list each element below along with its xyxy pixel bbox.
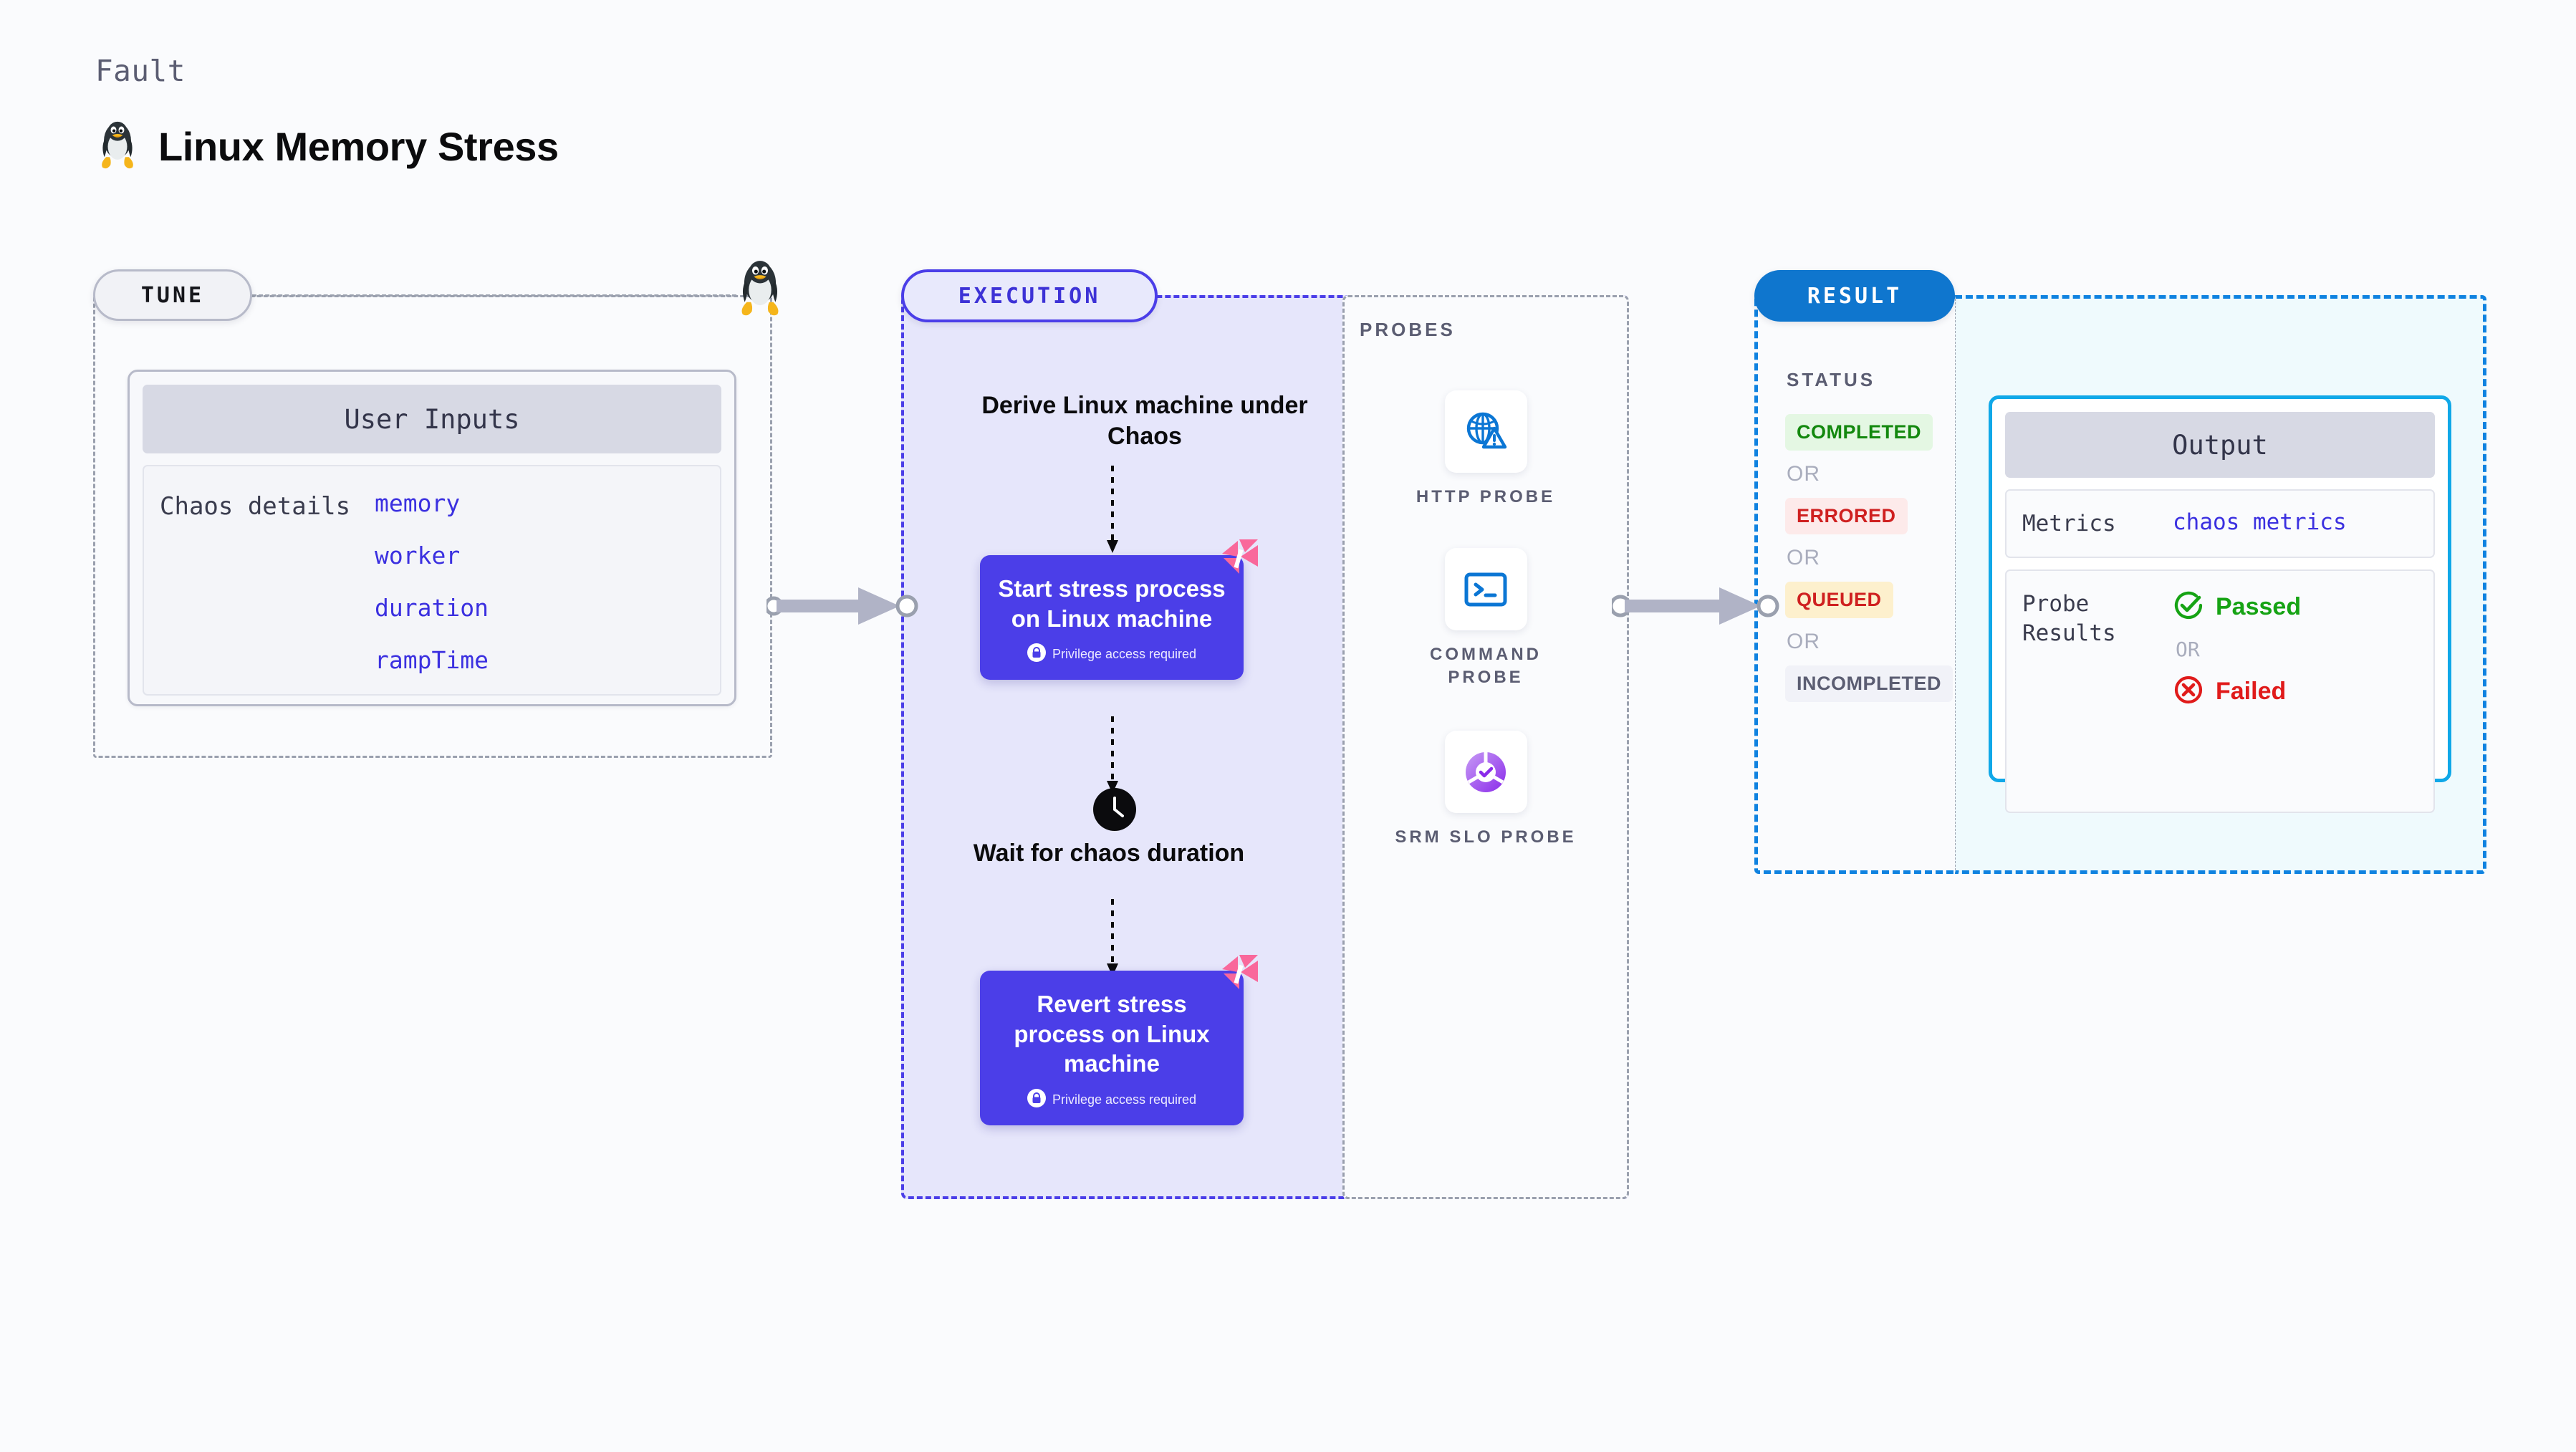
- chaos-details-label: Chaos details: [160, 492, 351, 521]
- node-revert-privilege-text: Privilege access required: [1052, 1092, 1197, 1107]
- status-badge-list: COMPLETED OR ERRORED OR QUEUED OR INCOMP…: [1785, 414, 1953, 702]
- probe-label-srm-slo: SRM SLO PROBE: [1395, 827, 1577, 847]
- probe-result-or: OR: [2176, 638, 2200, 662]
- globe-warning-icon: [1444, 390, 1527, 473]
- execution-phase-chip[interactable]: EXECUTION: [901, 269, 1158, 322]
- output-card: Output Metrics chaos metrics Probe Resul…: [1989, 395, 2451, 814]
- probe-item-srm-slo[interactable]: SRM SLO PROBE: [1393, 731, 1579, 849]
- arrow-derive-to-start: [1103, 466, 1122, 559]
- slo-donut-check-icon: [1444, 731, 1527, 813]
- result-phase-chip[interactable]: RESULT: [1754, 270, 1955, 322]
- output-probe-results-row: Probe Results Passed OR: [2005, 569, 2435, 814]
- status-badge-completed: COMPLETED: [1785, 414, 1933, 451]
- probe-item-http[interactable]: HTTP PROBE: [1393, 390, 1579, 509]
- output-metrics-key: Metrics: [2022, 511, 2116, 537]
- wait-for-chaos-duration-label: Wait for chaos duration: [973, 840, 1245, 867]
- output-metrics-value: chaos metrics: [2173, 509, 2347, 535]
- page-eyebrow: Fault: [95, 54, 186, 88]
- status-badge-incompleted: INCOMPLETED: [1785, 665, 1953, 702]
- chaos-detail-duration: duration: [375, 594, 489, 622]
- lock-icon: [1027, 1088, 1046, 1111]
- node-revert-title: Revert stress process on Linux machine: [1014, 991, 1210, 1077]
- probe-label-http: HTTP PROBE: [1416, 487, 1556, 506]
- probe-result-passed: Passed: [2173, 590, 2301, 625]
- chaos-detail-memory: memory: [375, 489, 461, 517]
- output-probe-key: Probe Results: [2022, 591, 2116, 646]
- probe-item-command[interactable]: COMMAND PROBE: [1393, 548, 1579, 690]
- lock-icon: [1027, 643, 1046, 665]
- chaos-details-values: memory worker duration rampTime: [375, 489, 489, 694]
- check-circle-icon: [2173, 590, 2204, 625]
- linux-tux-icon: [95, 120, 140, 172]
- node-start-privilege: Privilege access required: [991, 643, 1232, 665]
- page-title: Linux Memory Stress: [158, 123, 559, 169]
- page-title-row: Linux Memory Stress: [95, 120, 559, 172]
- tune-phase-chip[interactable]: TUNE: [93, 269, 252, 321]
- harness-chaos-badge-icon: [1216, 953, 1261, 999]
- harness-chaos-badge-icon: [1216, 538, 1261, 583]
- status-section-label: STATUS: [1787, 369, 1876, 390]
- user-inputs-card: User Inputs Chaos details memory worker …: [128, 370, 736, 706]
- connector-execution-to-result: [1609, 577, 1784, 638]
- status-badge-errored: ERRORED: [1785, 498, 1908, 534]
- chaos-detail-worker: worker: [375, 542, 461, 569]
- user-inputs-body: Chaos details memory worker duration ram…: [143, 465, 721, 696]
- tune-top-dashed-line: [252, 294, 736, 297]
- output-card-title: Output: [2005, 412, 2435, 478]
- node-revert-privilege: Privilege access required: [991, 1088, 1232, 1111]
- derive-machine-label: Derive Linux machine under Chaos: [981, 392, 1308, 451]
- output-metrics-row: Metrics chaos metrics: [2005, 489, 2435, 559]
- probes-section-label: PROBES: [1360, 319, 1456, 340]
- status-badge-queued: QUEUED: [1785, 582, 1893, 618]
- probe-result-failed-text: Failed: [2216, 678, 2287, 706]
- user-inputs-title: User Inputs: [143, 385, 721, 453]
- node-revert-stress-process[interactable]: Revert stress process on Linux machine P…: [980, 955, 1258, 1125]
- x-circle-icon: [2173, 674, 2204, 709]
- chaos-detail-ramptime: rampTime: [375, 646, 489, 674]
- output-probe-values: Passed OR Failed: [2173, 590, 2301, 709]
- arrow-wait-to-revert: [1103, 899, 1122, 981]
- status-or-1: OR: [1787, 462, 1820, 486]
- tune-linux-tux-icon: [734, 259, 786, 319]
- connector-tune-to-execution: [764, 577, 924, 638]
- node-start-title: Start stress process on Linux machine: [998, 575, 1226, 632]
- status-or-3: OR: [1787, 630, 1820, 653]
- node-start-stress-process[interactable]: Start stress process on Linux machine Pr…: [980, 539, 1258, 681]
- terminal-icon: [1444, 548, 1527, 630]
- probe-label-command: COMMAND PROBE: [1430, 645, 1542, 688]
- probe-result-passed-text: Passed: [2216, 593, 2302, 621]
- node-start-privilege-text: Privilege access required: [1052, 647, 1197, 662]
- probe-result-failed: Failed: [2173, 674, 2301, 709]
- clock-icon: [1093, 788, 1136, 835]
- status-or-2: OR: [1787, 546, 1820, 569]
- arrow-start-to-wait: [1103, 716, 1122, 799]
